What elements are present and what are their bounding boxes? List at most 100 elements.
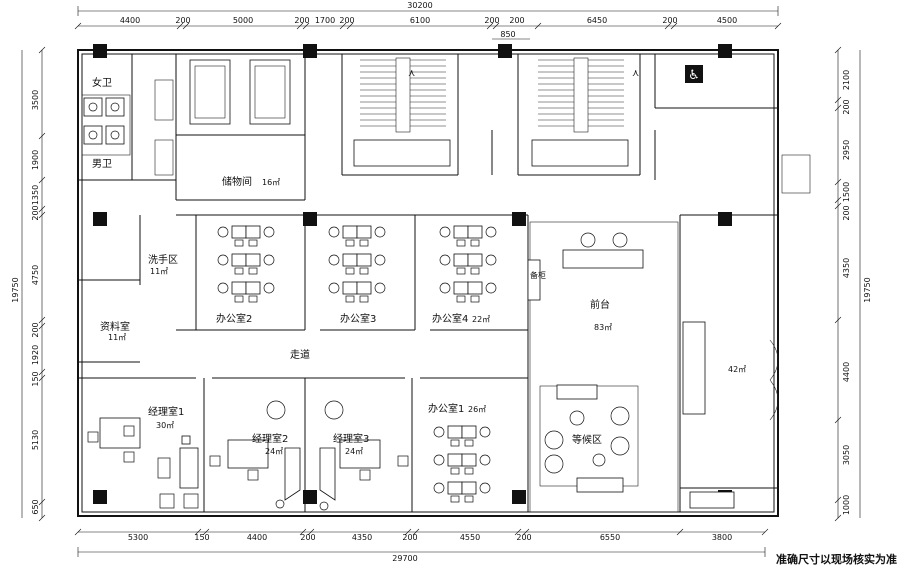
dim-tick	[38, 205, 46, 213]
chair	[464, 439, 474, 447]
chair	[359, 239, 369, 247]
dim-tick	[339, 22, 347, 30]
stair-well	[395, 57, 411, 133]
chair	[263, 254, 275, 266]
left-dim-7: 150	[31, 371, 40, 386]
dim-tick	[492, 22, 500, 30]
label-office2: 办公室2	[216, 312, 252, 325]
desk	[447, 425, 463, 439]
label-manager2: 经理室2	[252, 432, 288, 445]
top-dimensions: 30200 4400 200 5000 200 1700 200 6100 20…	[74, 1, 782, 40]
chair	[328, 254, 340, 266]
desk	[356, 253, 372, 267]
desk	[461, 425, 477, 439]
desk	[231, 225, 247, 239]
chair	[433, 482, 445, 494]
dim-tick	[299, 528, 307, 536]
chair	[248, 239, 258, 247]
chair	[263, 226, 275, 238]
dim-tick	[834, 104, 842, 112]
dim-tick	[676, 528, 684, 536]
top-dim-7: 200	[484, 16, 499, 25]
dim-tick	[834, 196, 842, 204]
chair	[479, 426, 491, 438]
chair	[328, 226, 340, 238]
right-dim-5: 4350	[842, 258, 851, 278]
chair	[470, 239, 480, 247]
chair	[485, 226, 497, 238]
chair	[263, 282, 275, 294]
dim-tick	[834, 178, 842, 186]
dim-tick	[38, 316, 46, 324]
dim-tick	[38, 514, 46, 522]
label-manager1: 经理室1	[148, 405, 184, 418]
stairs	[353, 57, 629, 167]
dim-tick	[486, 22, 494, 30]
chair	[439, 226, 451, 238]
chair	[217, 226, 229, 238]
dim-tick	[834, 46, 842, 54]
dim-tick	[670, 22, 678, 30]
desk	[356, 225, 372, 239]
label-office3: 办公室3	[340, 312, 376, 325]
desk	[245, 281, 261, 295]
chair	[470, 295, 480, 303]
dim-tick	[834, 514, 842, 522]
left-dim-4: 4750	[31, 265, 40, 285]
interior-walls	[78, 54, 778, 513]
label-corridor: 走道	[290, 348, 310, 361]
dim-tick	[38, 322, 46, 330]
left-dim-2: 1350	[31, 185, 40, 205]
chair	[485, 282, 497, 294]
outer-walls	[77, 49, 811, 517]
right-dim-7: 3050	[842, 445, 851, 465]
label-manager1-area: 30㎡	[156, 421, 174, 430]
chair	[470, 267, 480, 275]
chair	[479, 454, 491, 466]
svg-text:♿: ♿	[688, 68, 700, 83]
left-dim-9: 650	[31, 499, 40, 514]
bottom-dim-0: 5300	[128, 533, 148, 542]
label-archive-area: 11㎡	[108, 333, 126, 342]
dim-tick	[74, 528, 82, 536]
dim-tick	[38, 368, 46, 376]
label-manager3-area: 24㎡	[345, 447, 363, 456]
top-dim-8: 200	[509, 16, 524, 25]
left-total-dim: 19750	[11, 277, 20, 302]
dim-tick	[834, 202, 842, 210]
left-dimensions: 19750 3500 1900 1350 200 4750 200 1920 1…	[11, 46, 46, 522]
wheelchair-icon: ♿	[685, 65, 703, 83]
chair	[234, 295, 244, 303]
dim-tick	[834, 496, 842, 504]
chair	[234, 239, 244, 247]
chair	[450, 439, 460, 447]
svg-text:⋏: ⋏	[632, 68, 639, 79]
desk	[447, 481, 463, 495]
label-wash-area: 洗手区	[148, 253, 178, 266]
manager-furniture	[87, 400, 409, 511]
label-office4-area: 22㎡	[472, 315, 490, 324]
dim-tick	[176, 22, 184, 30]
chair	[439, 282, 451, 294]
chair	[359, 295, 369, 303]
right-dim-4: 200	[842, 205, 851, 220]
chair	[248, 295, 258, 303]
chair	[217, 254, 229, 266]
bottom-dim-6: 4550	[460, 533, 480, 542]
dim-tick	[774, 22, 782, 30]
room-labels: 女卫 男卫 储物间 16㎡ 洗手区 11㎡ 资料室 11㎡ 办公室2 办公室3 …	[92, 76, 746, 456]
top-sub-dim: 850	[500, 30, 515, 39]
dim-tick	[834, 96, 842, 104]
chair	[248, 267, 258, 275]
label-male-wc: 男卫	[92, 158, 112, 170]
top-dim-10: 200	[662, 16, 677, 25]
right-dim-3: 1500	[842, 182, 851, 202]
label-side-room-area: 42㎡	[728, 365, 746, 374]
desk	[467, 253, 483, 267]
top-dim-3: 200	[294, 16, 309, 25]
left-dim-1: 1900	[31, 150, 40, 170]
wc-fixtures	[81, 79, 174, 176]
bottom-dim-9: 3800	[712, 533, 732, 542]
dim-tick	[296, 22, 304, 30]
right-dim-0: 2100	[842, 70, 851, 90]
